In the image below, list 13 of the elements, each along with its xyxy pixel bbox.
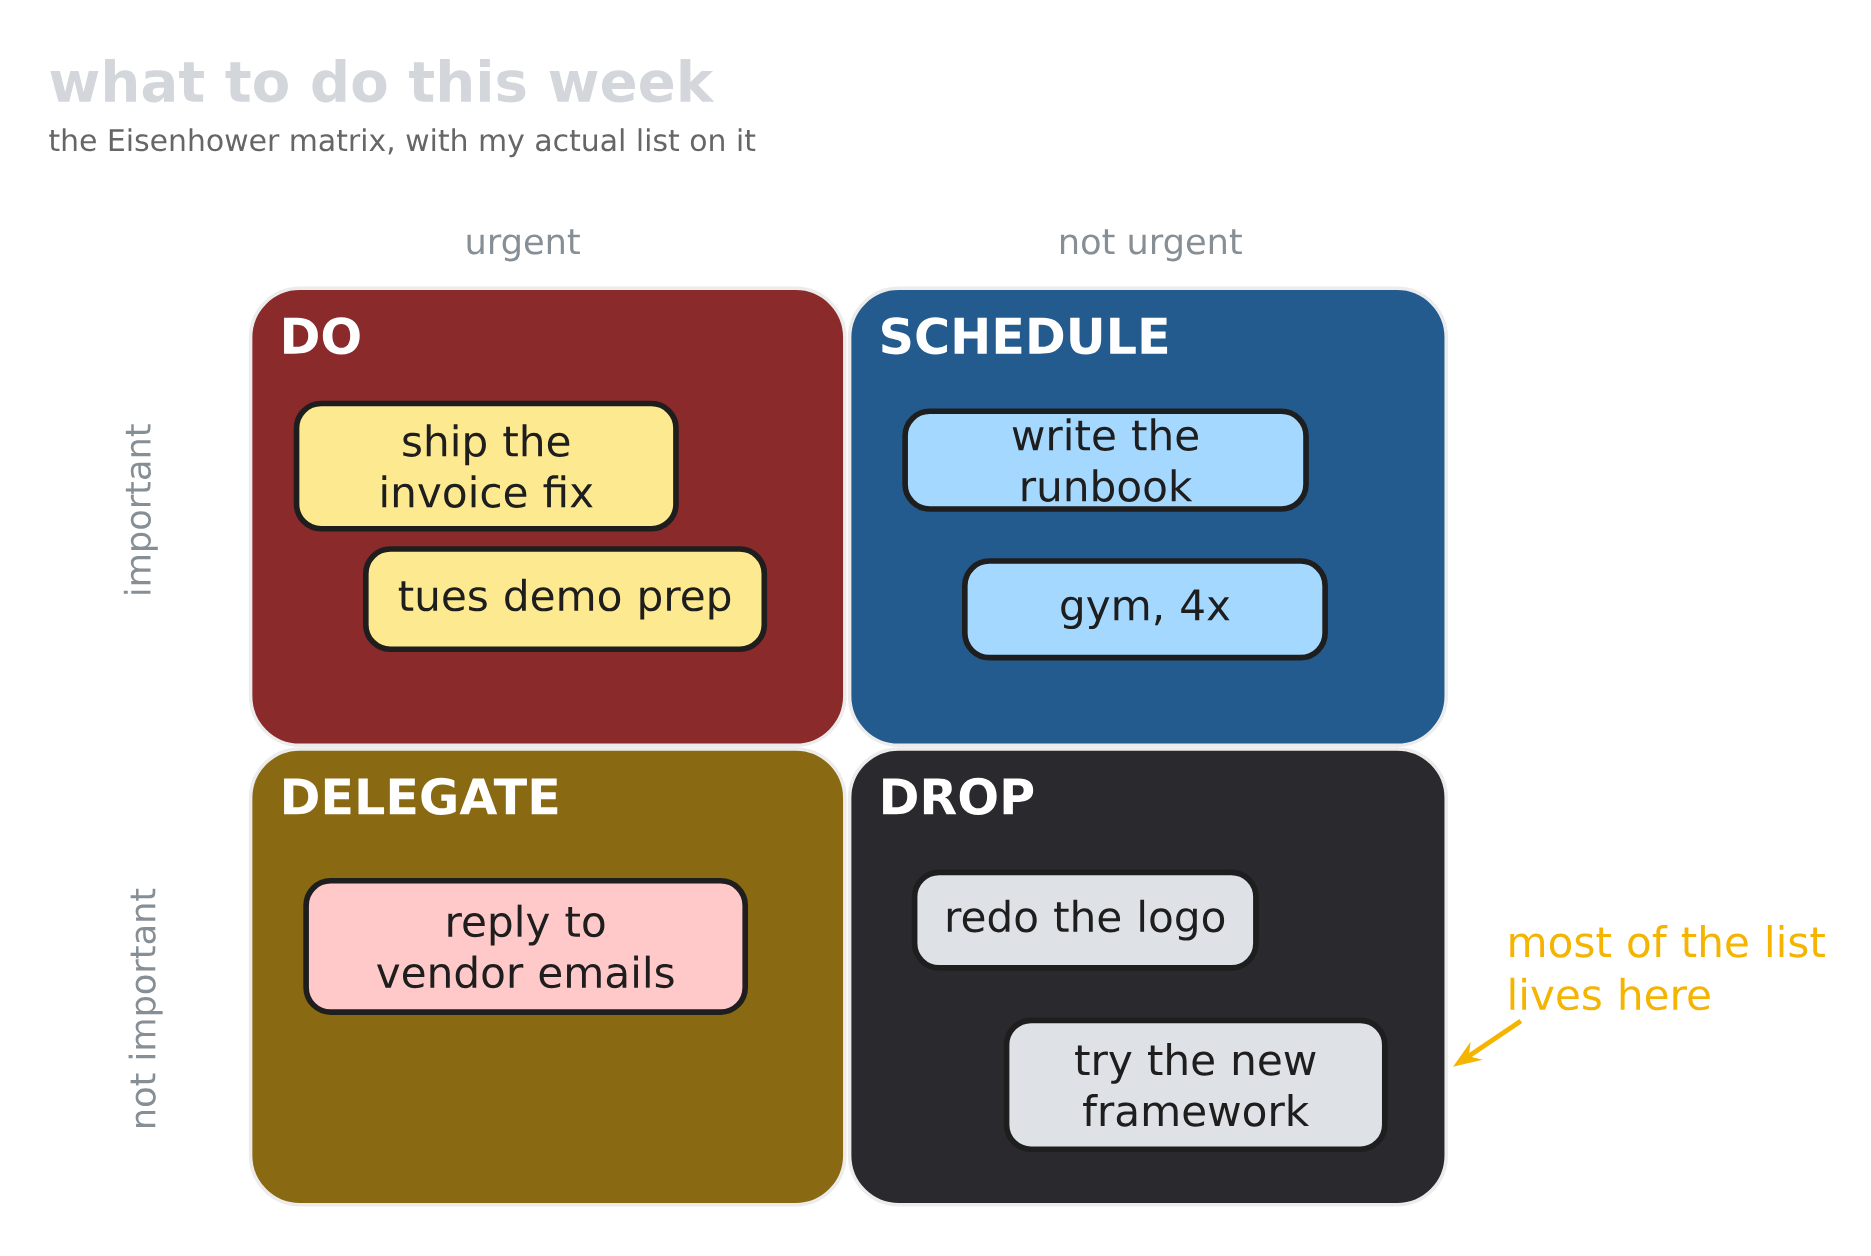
task-card: write the runbook	[902, 408, 1309, 512]
axis-label: not urgent	[1061, 229, 1242, 262]
axis-label: important	[123, 424, 158, 594]
axis-label: not important	[128, 888, 163, 1127]
task-card: reply to vendor emails	[303, 878, 748, 1015]
axis-label: urgent	[467, 229, 580, 262]
task-card: gym, 4x	[962, 558, 1328, 661]
task-card: redo the logo	[911, 869, 1259, 971]
task-card: try the new framework	[1003, 1017, 1388, 1153]
subtitle: the Eisenhower matrix, with my actual list on it	[49, 128, 756, 158]
task-card: tues demo prep	[363, 546, 768, 653]
task-card: ship the invoice fix	[293, 400, 679, 532]
annotation: most of the list lives here	[1510, 925, 1825, 1011]
